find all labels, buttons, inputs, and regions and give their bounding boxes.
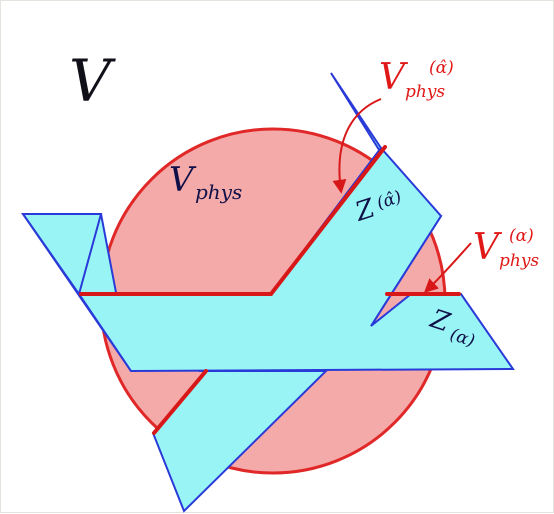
callout-right-name: V	[473, 227, 503, 268]
callout-right-sub: phys	[499, 251, 539, 271]
phys-alpha-hat-edge	[269, 145, 387, 296]
phys-label-sub: phys	[195, 180, 242, 204]
phys-label: V	[169, 160, 197, 200]
callout-top-sup: (α̂)	[429, 58, 454, 78]
space-label: V	[69, 47, 116, 115]
callout-arrow-top	[332, 98, 382, 194]
callout-top-name: V	[379, 57, 409, 98]
callout-right-sup: (α)	[509, 226, 534, 246]
callout-arrow-right	[423, 242, 472, 293]
phys-lower-edge	[152, 369, 208, 435]
callout-top-sub: phys	[405, 82, 445, 102]
